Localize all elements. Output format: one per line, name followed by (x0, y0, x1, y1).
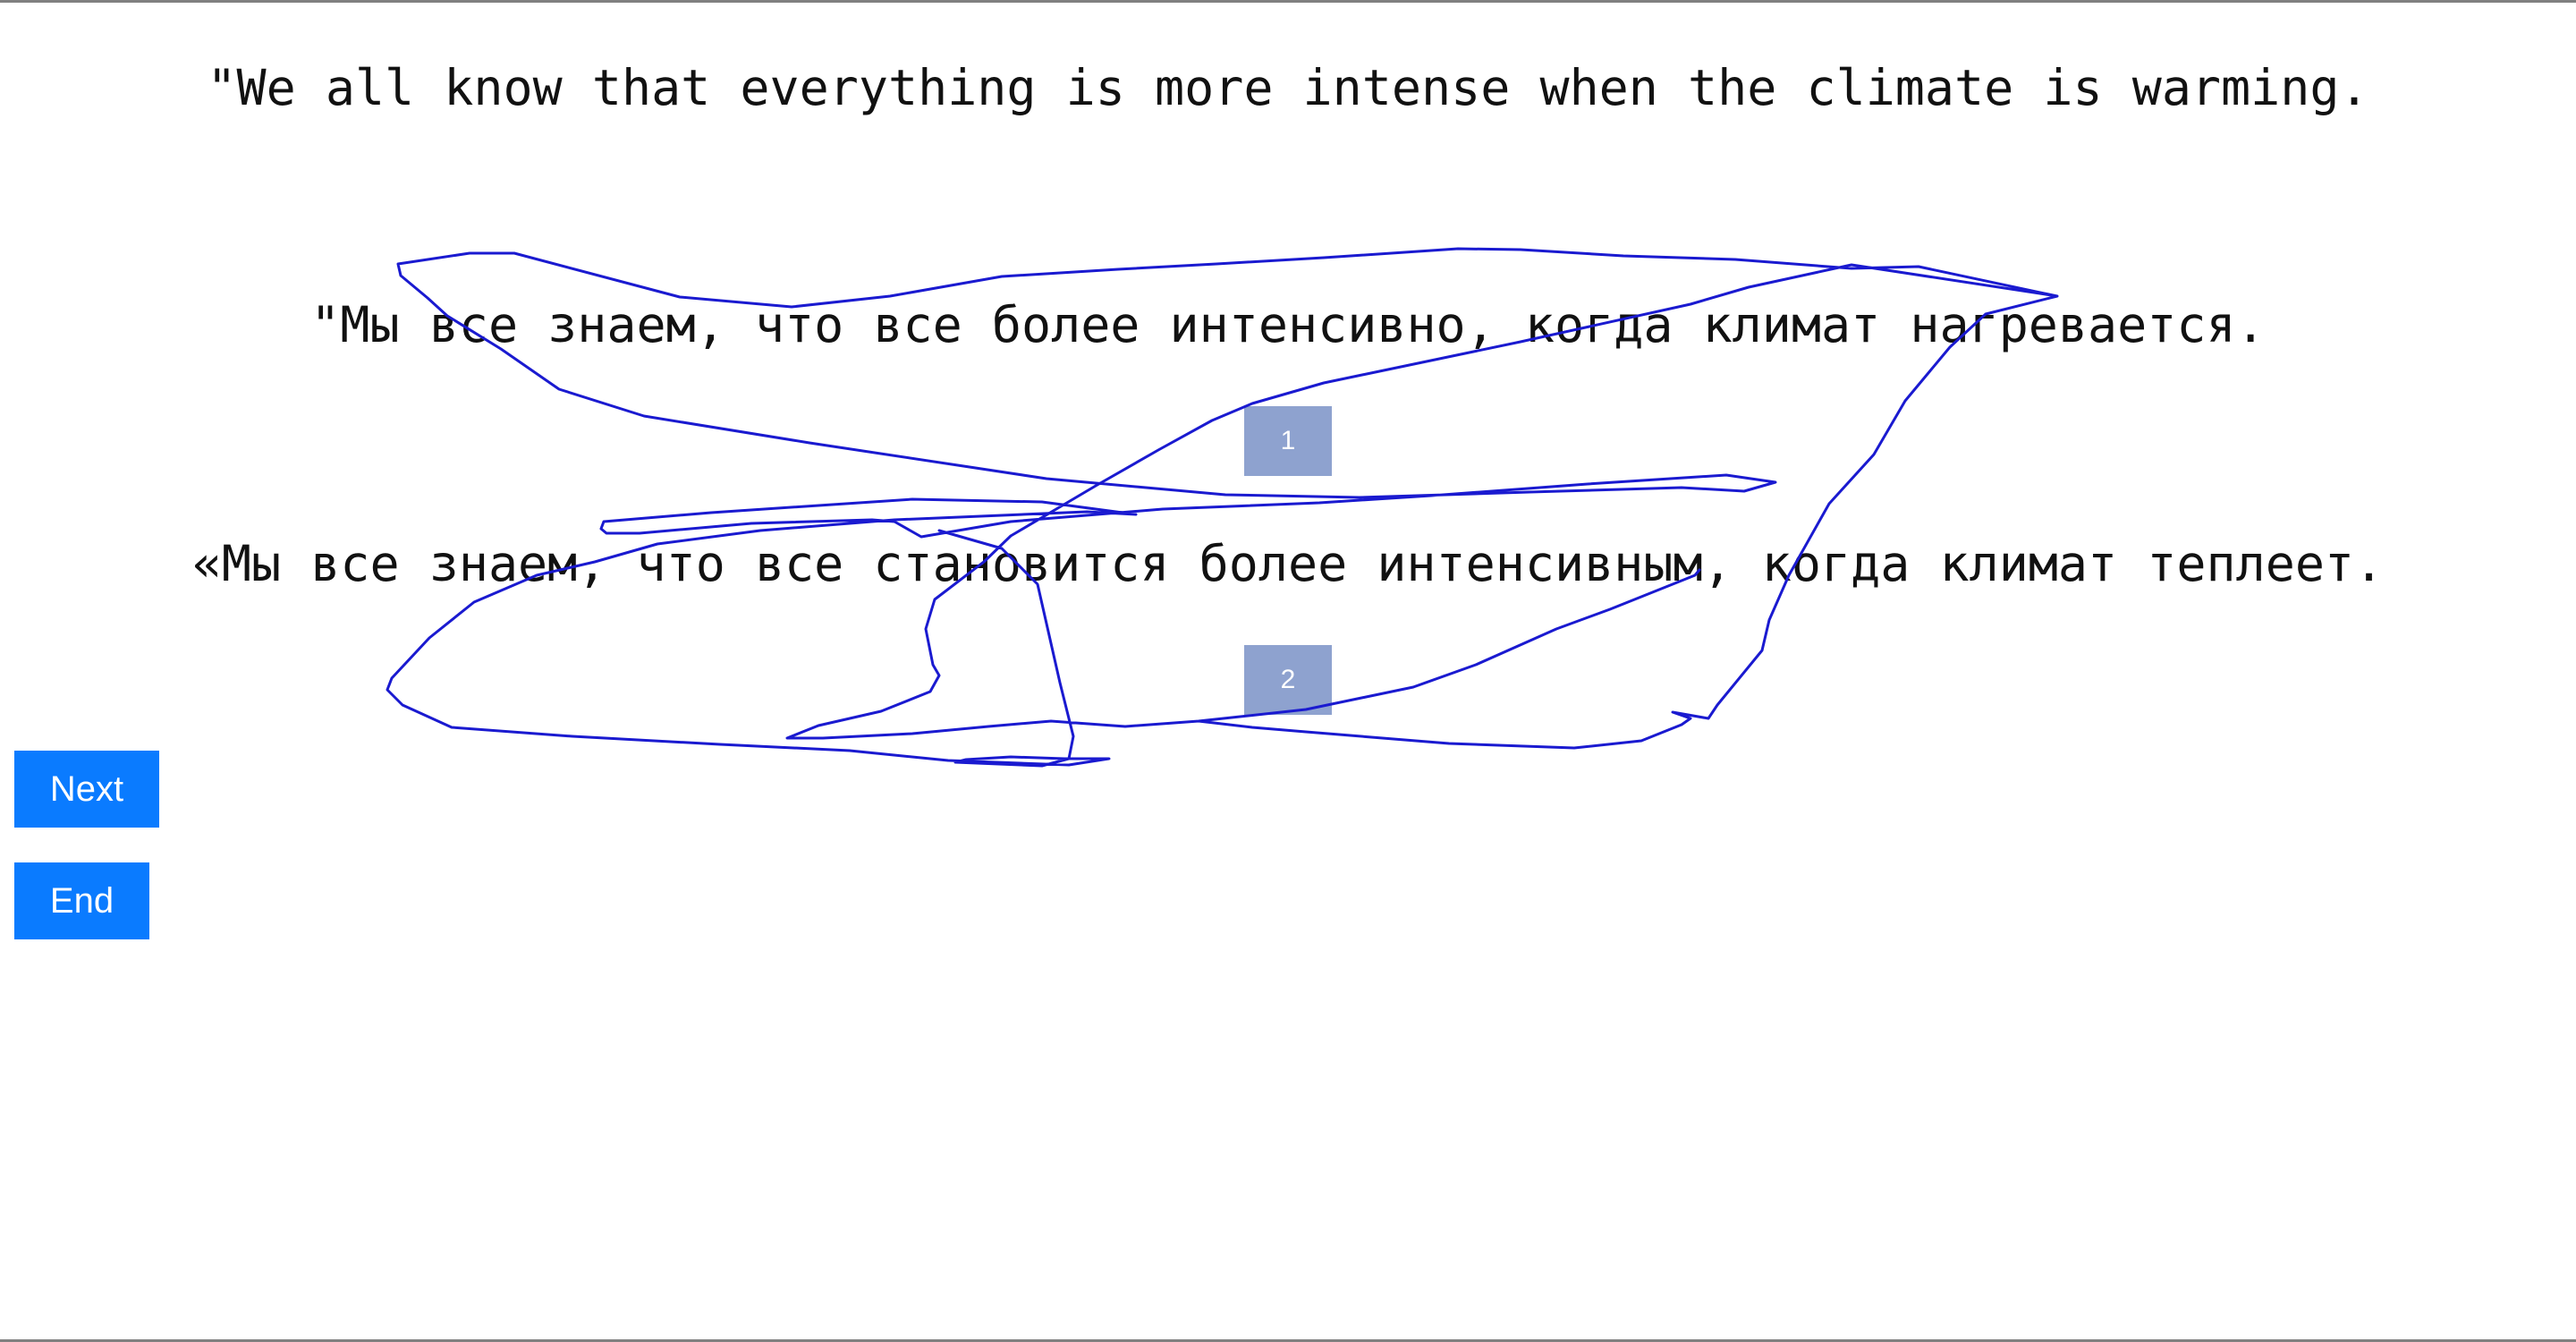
source-sentence: "We all know that everything is more int… (207, 59, 2369, 116)
end-button[interactable]: End (14, 862, 149, 939)
translation-option-2: «Мы все знаем, что все становится более … (191, 535, 2385, 592)
translation-option-1: "Мы все знаем, что все более интенсивно,… (310, 296, 2266, 353)
next-button[interactable]: Next (14, 751, 159, 828)
rank-box-2[interactable]: 2 (1244, 645, 1332, 715)
rank-box-1[interactable]: 1 (1244, 406, 1332, 476)
